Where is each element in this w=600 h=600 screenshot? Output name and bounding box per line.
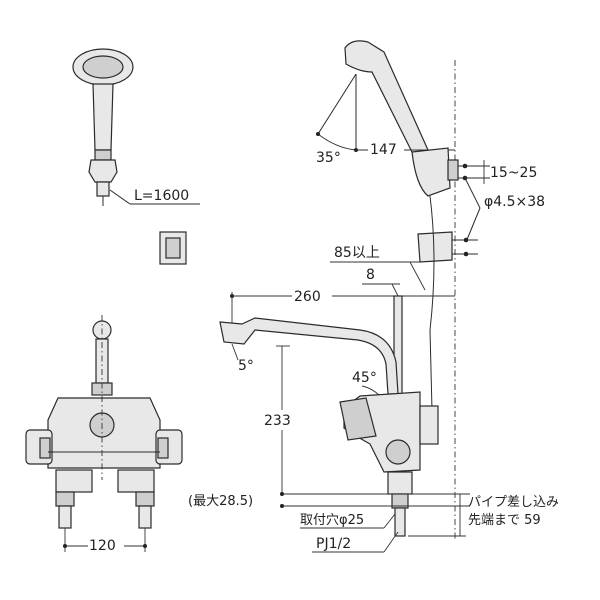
thread-label: PJ1/2 [316, 536, 351, 552]
wall-gap-leader [391, 283, 399, 297]
shower-spray-face [82, 55, 124, 79]
left-handle-cap [39, 437, 51, 459]
screw-label: φ4.5×38 [484, 194, 545, 210]
screw-head-3 [463, 237, 469, 243]
shower-holder-clip [88, 159, 118, 183]
wall-bracket-part [159, 231, 187, 265]
inlet-pitch-label: 120 [89, 538, 116, 554]
counter-top-end [280, 492, 284, 496]
mount-range-label: 15~25 [490, 165, 537, 181]
max-depth-label: (最大28.5) [188, 494, 253, 509]
holder-wall-plate [447, 159, 459, 181]
spout-reach-bg [292, 287, 332, 305]
bracket-slot [165, 237, 181, 259]
side-handle [339, 397, 377, 441]
spout-angle-label: 5° [238, 358, 254, 374]
holder-offset-bg [368, 140, 404, 158]
side-inlet-fitting [419, 405, 439, 445]
hose-length-label: L=1600 [134, 188, 189, 204]
side-tail-pipe [394, 507, 406, 537]
side-base [387, 471, 413, 495]
height-label: 233 [264, 413, 291, 429]
spout-reach-label: 260 [294, 289, 321, 305]
spout-angle-leader [231, 343, 239, 361]
side-view: 35° 147 15~25 φ4.5×38 85以上 8 [188, 40, 559, 553]
front-view: 120 [25, 315, 183, 554]
min-distance-leader [409, 261, 426, 291]
pipe-insert-label-line2: 先端まで 59 [468, 513, 541, 528]
screw-head-4 [463, 251, 469, 257]
hand-shower: L=1600 [72, 48, 200, 206]
pitch-end-left [63, 544, 67, 548]
side-lower-port [385, 439, 411, 465]
min-distance-label: 85以上 [334, 245, 380, 261]
counter-bottom-end [280, 504, 284, 508]
screw-leader-lower [465, 207, 481, 243]
hose-length-leader [109, 189, 131, 205]
angle-arc [317, 133, 357, 151]
screw-head-1 [462, 163, 468, 169]
holder-angle-label: 35° [316, 150, 341, 166]
shower-holder [411, 147, 451, 197]
wall-gap-label: 8 [366, 267, 375, 283]
hole-size-leader [383, 513, 396, 529]
left-inlet-nut [55, 491, 75, 507]
left-inlet-pipe [58, 505, 72, 529]
left-elbow [55, 469, 93, 493]
pipe-insert-label-line1: パイプ差し込み [468, 495, 559, 510]
height-label-bg [262, 410, 302, 430]
right-inlet-pipe [138, 505, 152, 529]
hole-size-label: 取付穴φ25 [300, 513, 364, 528]
lower-holder [417, 231, 453, 263]
shower-collar [94, 149, 112, 161]
pitch-end-right [143, 544, 147, 548]
hose-connector [96, 181, 110, 197]
handle-angle-label: 45° [352, 370, 377, 386]
angle-ray-1 [317, 73, 357, 135]
holder-offset-label: 147 [370, 142, 397, 158]
right-inlet-nut [135, 491, 155, 507]
right-elbow [117, 469, 155, 493]
screw-leader-upper [464, 177, 481, 209]
pitch-label-bg [88, 536, 124, 554]
angle-end-1 [316, 132, 320, 136]
right-handle-cap [157, 437, 169, 459]
side-hose [429, 195, 435, 411]
shower-handle [92, 83, 114, 151]
thread-leader [383, 531, 399, 553]
